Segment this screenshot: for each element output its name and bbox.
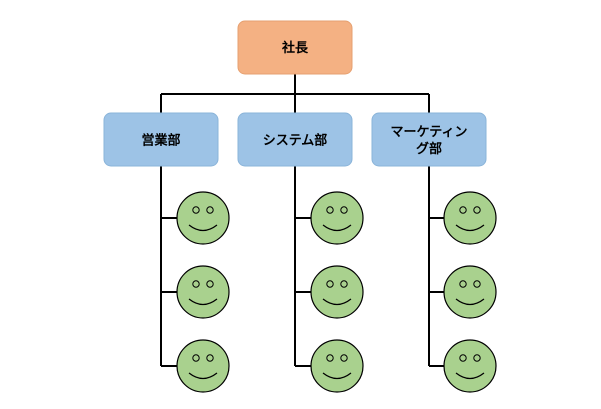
department-box-shape [237,112,353,167]
face-smile [188,224,218,232]
smiley-face-icon [176,339,230,393]
face-eye [473,354,481,362]
ceo-box-shape [237,20,353,75]
face-circle [443,339,497,393]
smiley-face-icon [443,339,497,393]
face-smile [322,224,352,232]
ceo-box: 社長 [237,20,353,75]
face-eye [459,206,467,214]
connector-lines [160,74,444,367]
department-box: システム部 [237,112,353,167]
smiley-face-icon [310,191,364,245]
face-eye [192,206,200,214]
face-eye [192,354,200,362]
face-smile [455,224,485,232]
smiley-face-icon [443,191,497,245]
department-label: マーケティン [391,125,468,140]
smiley-face-icon [310,339,364,393]
face-eye [473,206,481,214]
face-eye [326,280,334,288]
face-smile [455,372,485,380]
face-circle [310,339,364,393]
face-eye [192,280,200,288]
face-circle [176,265,230,319]
smiley-face-icon [176,265,230,319]
face-smile [322,298,352,306]
smiley-face-icon [176,191,230,245]
department-box-shape [371,112,487,167]
department-box: 営業部 [103,112,219,167]
face-eye [340,354,348,362]
face-circle [310,265,364,319]
face-eye [326,206,334,214]
department-box-shape [103,112,219,167]
smiley-face-icon [443,265,497,319]
face-circle [176,339,230,393]
face-eye [473,280,481,288]
face-smile [322,372,352,380]
department-label: システム部 [263,133,328,149]
members [176,191,497,393]
department-label: グ部 [416,141,442,157]
face-eye [206,354,214,362]
face-circle [310,191,364,245]
ceo-label: 社長 [281,40,309,56]
face-circle [443,265,497,319]
face-eye [340,206,348,214]
face-eye [340,280,348,288]
department-label: 営業部 [141,133,180,149]
face-eye [459,280,467,288]
face-eye [206,280,214,288]
smiley-face-icon [310,265,364,319]
face-eye [459,354,467,362]
face-smile [188,298,218,306]
face-circle [443,191,497,245]
face-smile [455,298,485,306]
face-eye [326,354,334,362]
face-circle [176,191,230,245]
face-smile [188,372,218,380]
face-eye [206,206,214,214]
